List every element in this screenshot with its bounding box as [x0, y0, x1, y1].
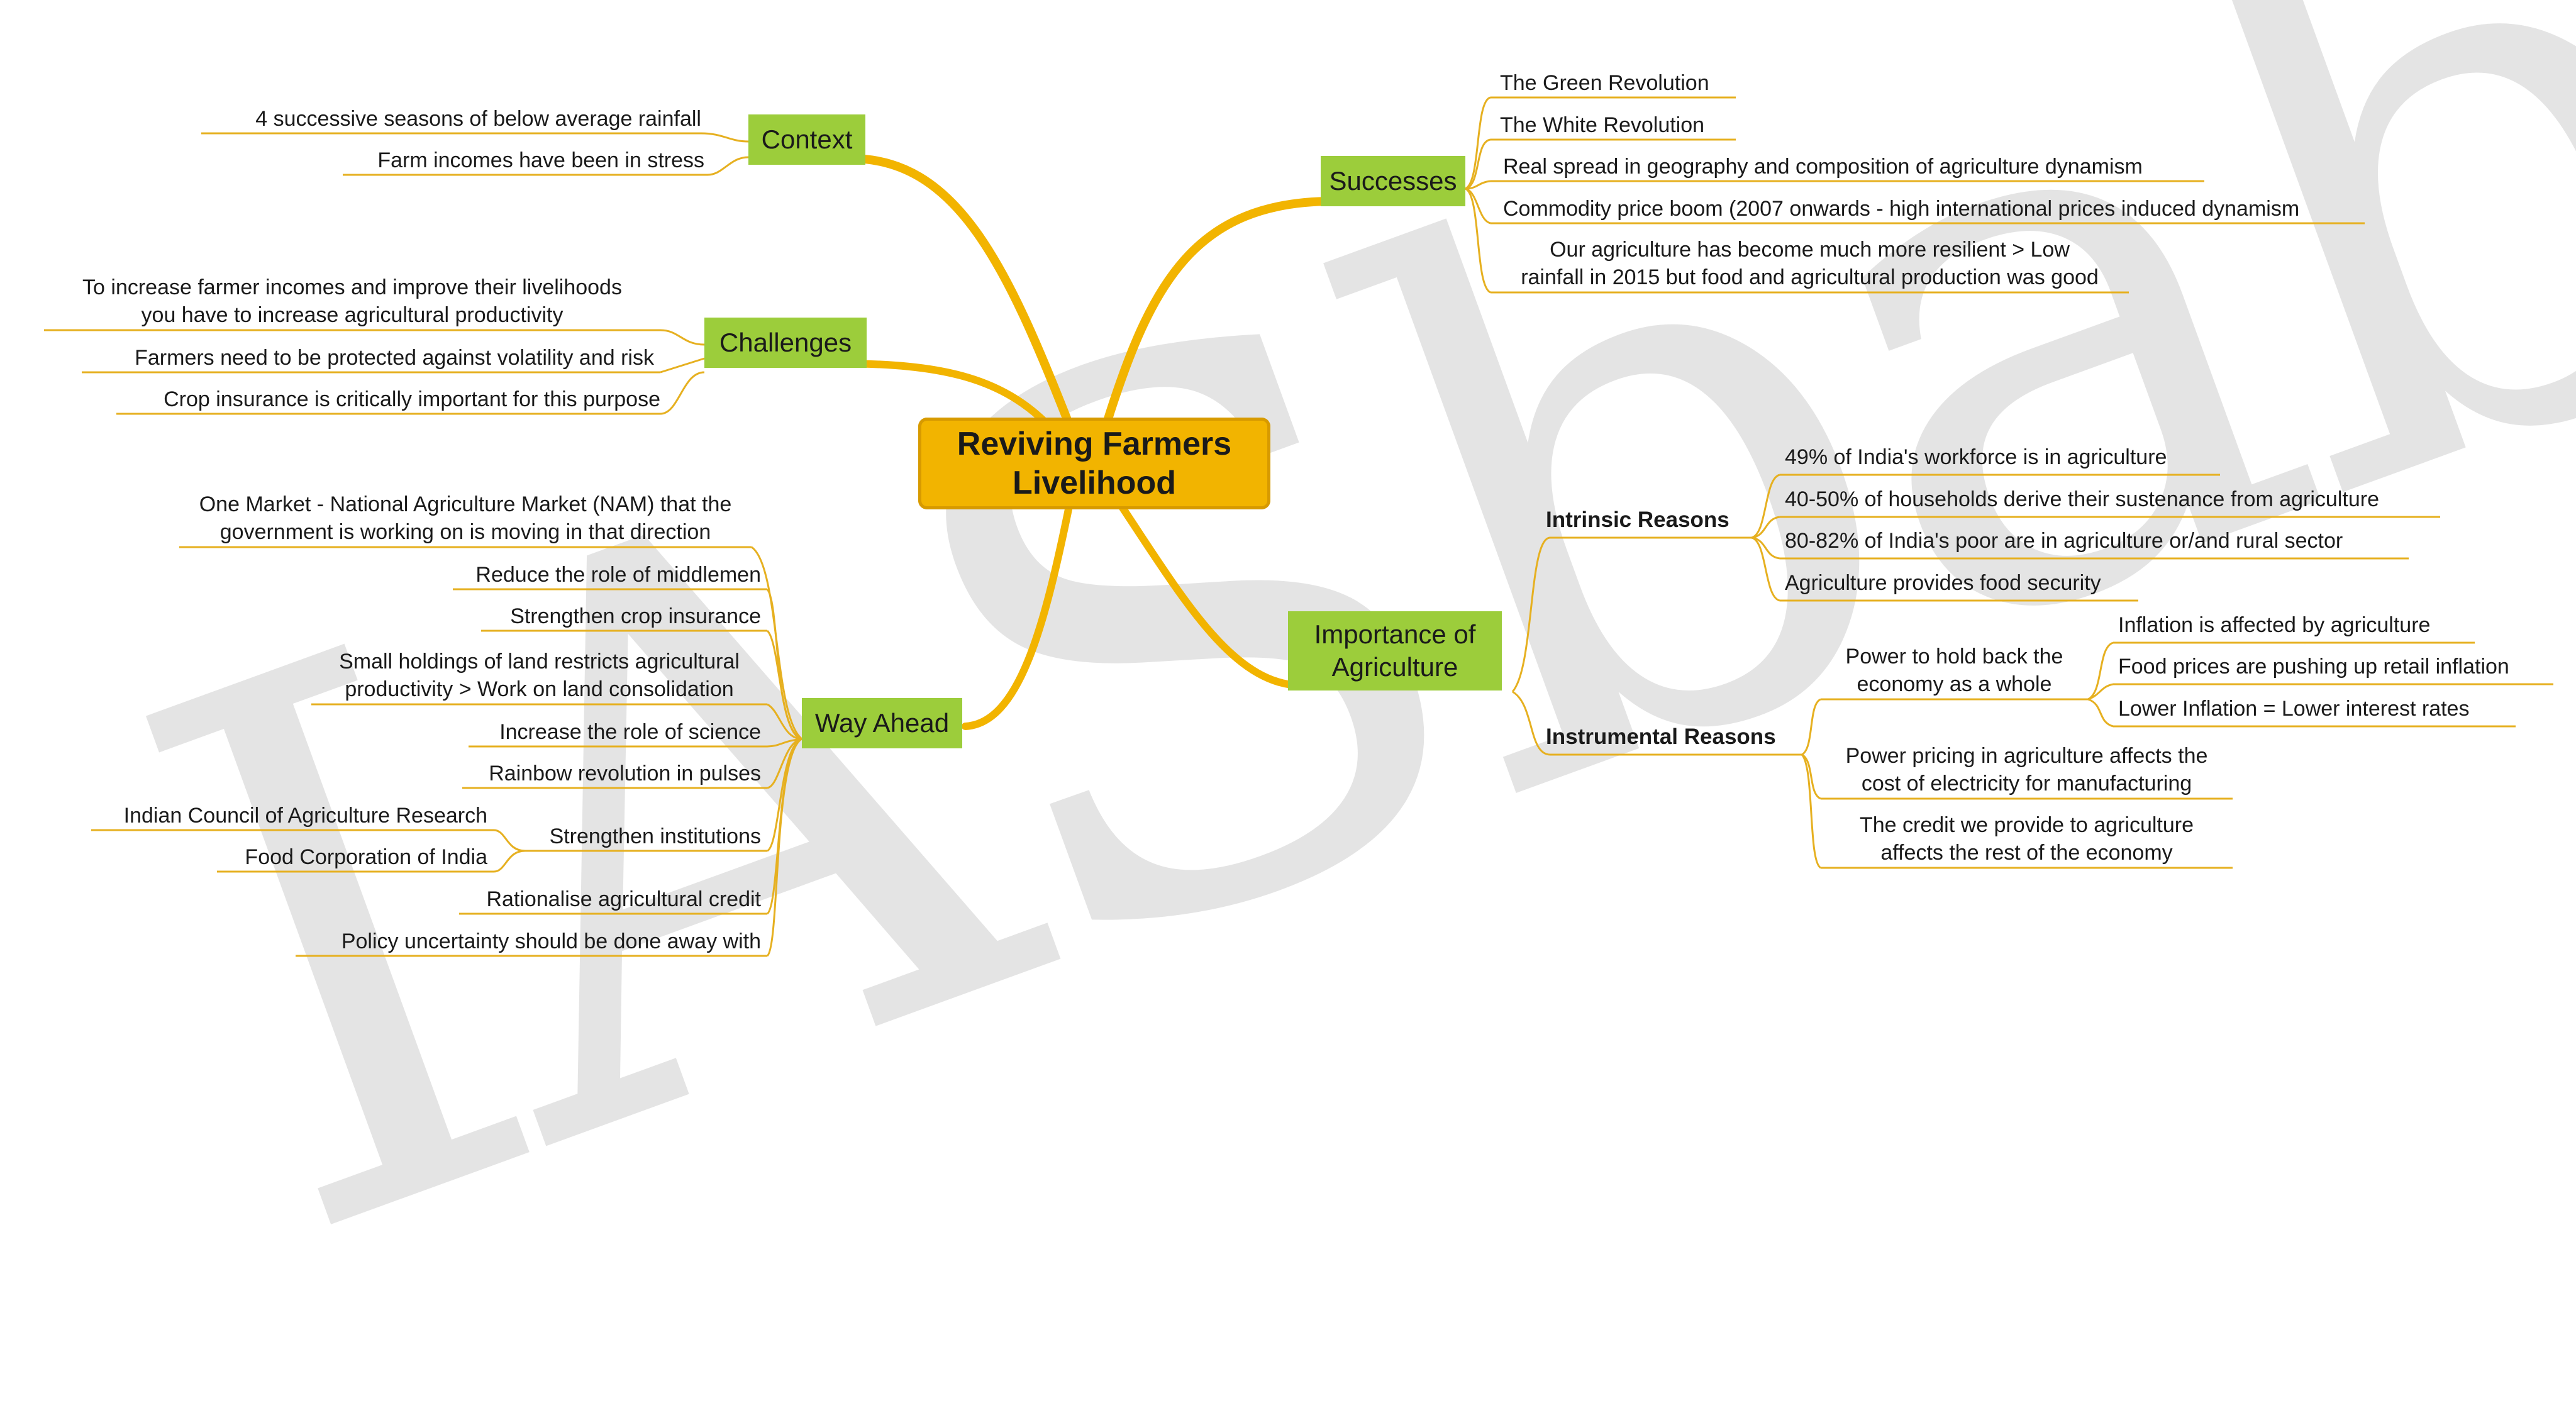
- way-ahead-item-land: Small holdings of land restricts agricul…: [339, 650, 740, 701]
- intrinsic-item-poor: 80-82% of India's poor are in agricultur…: [1785, 529, 2343, 553]
- topic-context[interactable]: Context: [748, 114, 865, 165]
- power-item-food-prices: Food prices are pushing up retail inflat…: [2118, 655, 2509, 679]
- way-ahead-item-science: Increase the role of science: [499, 720, 761, 744]
- way-ahead-item-institutions: Strengthen institutions: [549, 824, 761, 848]
- way-ahead-item-nam: One Market - National Agriculture Market…: [199, 492, 732, 544]
- topic-way-ahead[interactable]: Way Ahead: [802, 698, 962, 748]
- power-item-lower-inflation: Lower Inflation = Lower interest rates: [2118, 697, 2470, 721]
- successes-item-commodity: Commodity price boom (2007 onwards - hig…: [1503, 197, 2300, 221]
- way-ahead-item-crop-insurance: Strengthen crop insurance: [510, 604, 761, 628]
- instrumental-pricing: Power pricing in agriculture affects the…: [1845, 744, 2208, 796]
- context-item-rainfall: 4 successive seasons of below average ra…: [255, 107, 701, 131]
- successes-item-resilient: Our agriculture has become much more res…: [1521, 238, 2099, 289]
- successes-item-spread: Real spread in geography and composition…: [1503, 155, 2143, 179]
- topic-successes[interactable]: Successes: [1321, 156, 1465, 206]
- topic-challenges[interactable]: Challenges: [704, 318, 867, 368]
- challenges-item-productivity: To increase farmer incomes and improve t…: [82, 275, 622, 327]
- way-ahead-item-pulses: Rainbow revolution in pulses: [489, 762, 761, 785]
- instrumental-credit: The credit we provide to agriculture aff…: [1859, 813, 2194, 865]
- successes-item-green: The Green Revolution: [1500, 71, 1709, 95]
- context-item-incomes: Farm incomes have been in stress: [377, 148, 704, 172]
- central-node[interactable]: Reviving Farmers Livelihood: [918, 418, 1270, 509]
- challenges-item-volatility: Farmers need to be protected against vol…: [135, 346, 654, 370]
- power-item-inflation: Inflation is affected by agriculture: [2118, 613, 2431, 637]
- intrinsic-item-households: 40-50% of households derive their susten…: [1785, 487, 2379, 511]
- successes-item-white: The White Revolution: [1500, 113, 1705, 137]
- instrumental-reasons[interactable]: Instrumental Reasons: [1546, 724, 1776, 749]
- way-ahead-item-policy: Policy uncertainty should be done away w…: [341, 929, 761, 953]
- intrinsic-reasons[interactable]: Intrinsic Reasons: [1546, 507, 1729, 532]
- challenges-item-insurance: Crop insurance is critically important f…: [164, 387, 660, 411]
- connector-lines: [44, 96, 2553, 957]
- institution-icar: Indian Council of Agriculture Research: [123, 804, 487, 828]
- way-ahead-item-credit: Rationalise agricultural credit: [486, 887, 761, 911]
- instrumental-power: Power to hold back the economy as a whol…: [1845, 645, 2063, 696]
- topic-importance[interactable]: Importance of Agriculture: [1288, 611, 1502, 690]
- intrinsic-item-food-security: Agriculture provides food security: [1785, 571, 2101, 595]
- way-ahead-item-middlemen: Reduce the role of middlemen: [475, 563, 761, 587]
- intrinsic-item-workforce: 49% of India's workforce is in agricultu…: [1785, 445, 2167, 469]
- institution-fci: Food Corporation of India: [245, 845, 487, 869]
